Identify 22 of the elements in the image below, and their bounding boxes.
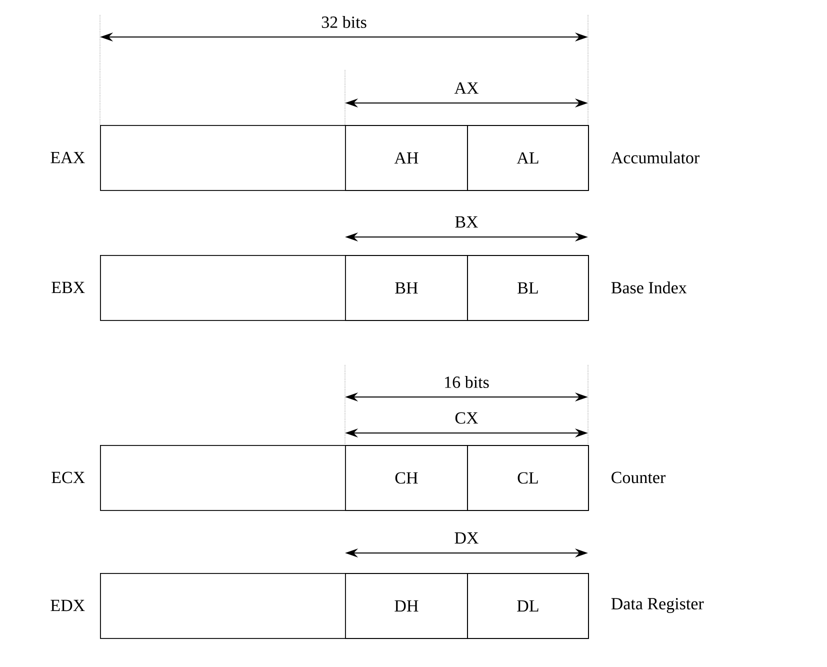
register-cell: BH bbox=[345, 255, 468, 321]
register-description: Counter bbox=[612, 472, 666, 484]
register-name: EBX bbox=[52, 282, 85, 294]
register-description: Data Register bbox=[611, 598, 704, 613]
dimension-label: 32 bits bbox=[322, 16, 366, 28]
register-cell: BL bbox=[467, 255, 589, 321]
register-name: EDX bbox=[50, 600, 85, 612]
register-description: Accumulator bbox=[611, 152, 700, 164]
register-cell: CH bbox=[345, 445, 468, 511]
register-cell: CL bbox=[467, 445, 589, 511]
register-name: EAX bbox=[50, 152, 85, 164]
dimension-label: DX bbox=[454, 532, 478, 544]
register-description: Base Index bbox=[611, 282, 687, 294]
register-cell: DH bbox=[345, 573, 468, 639]
dimension-label: 16 bits bbox=[445, 376, 489, 388]
register-cell: AH bbox=[345, 125, 468, 191]
dimension-label: BX bbox=[455, 216, 478, 228]
register-cell: AL bbox=[467, 125, 589, 191]
dimension-label: AX bbox=[454, 82, 478, 94]
register-name: ECX bbox=[52, 472, 85, 484]
register-cell: DL bbox=[467, 573, 589, 639]
dimension-label: CX bbox=[455, 412, 478, 424]
